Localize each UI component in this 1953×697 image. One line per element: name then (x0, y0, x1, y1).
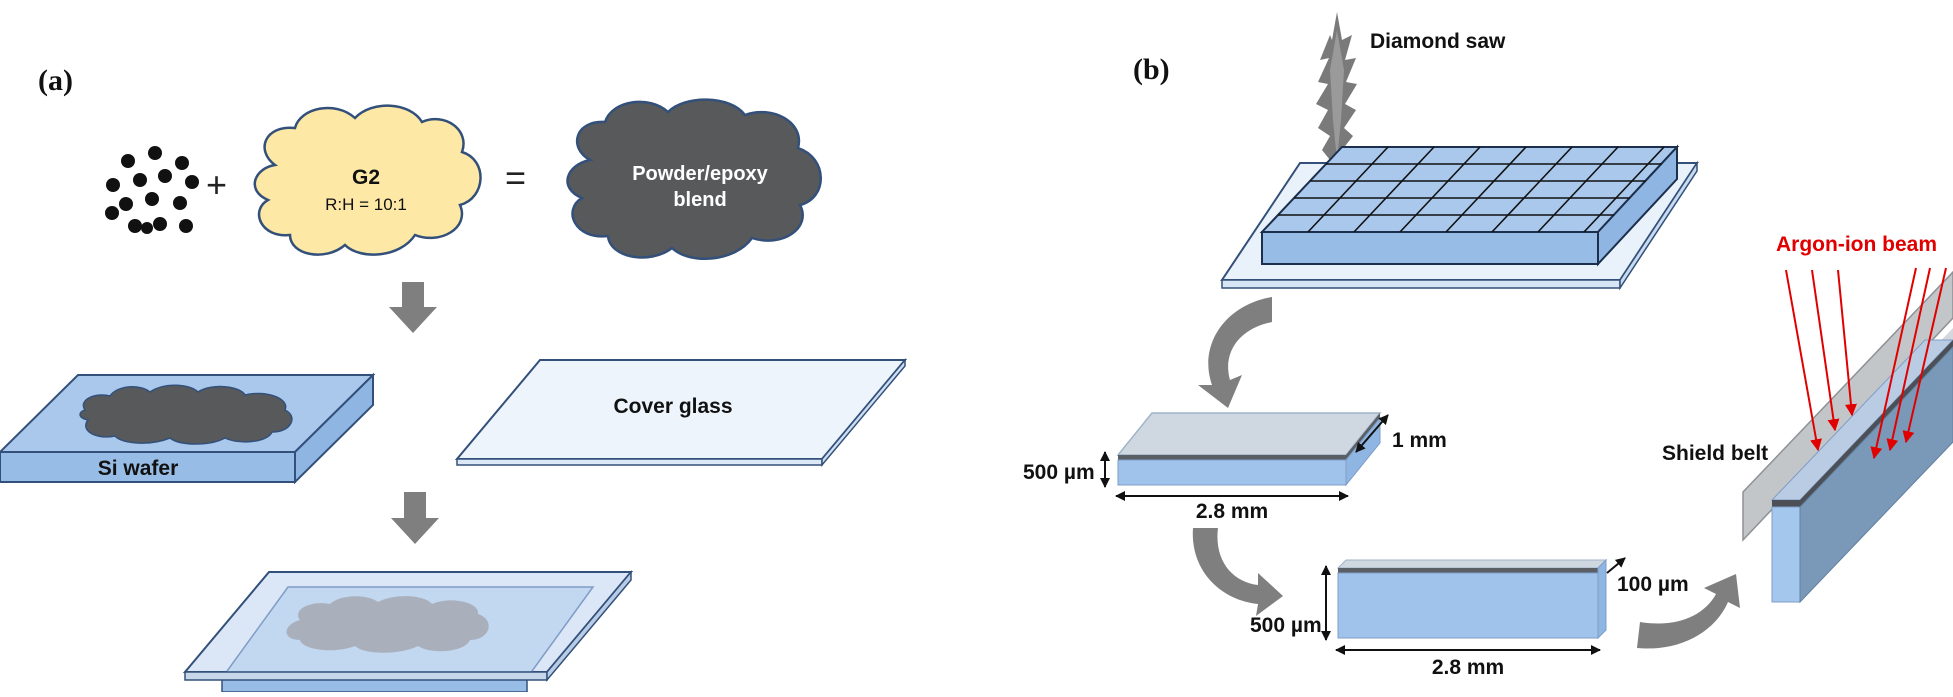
first-slab-height: 500 µm (1023, 461, 1095, 484)
diced-block (1259, 144, 1680, 267)
beam-label: Argon-ion beam (1776, 233, 1937, 256)
saw-label: Diamond saw (1370, 30, 1506, 53)
curved-arrow-1 (1198, 297, 1272, 408)
blend-label-line1: Powder/epoxy (632, 163, 768, 185)
shield-label: Shield belt (1662, 442, 1768, 465)
powder-particles (105, 146, 199, 234)
cover-glass: Cover glass (454, 357, 908, 468)
diamond-saw-icon (1316, 12, 1357, 168)
equals-sign: = (505, 157, 526, 198)
argon-beam-arrows (1785, 267, 1947, 460)
down-arrow-1 (389, 282, 437, 333)
second-slab-depth: 100 µm (1617, 573, 1689, 596)
si-wafer: Si wafer (0, 372, 376, 485)
dicing-grid (1278, 146, 1665, 233)
second-slab-width: 2.8 mm (1432, 656, 1504, 679)
blend-in-sandwich (286, 596, 489, 653)
epoxy-cloud (253, 104, 482, 256)
panel-a: (a) + G2 R:H = 10:1 = Powder/epoxy blend… (0, 64, 908, 693)
panel-b: (b) Diamond saw (1023, 12, 1953, 679)
down-arrow-2 (391, 492, 439, 544)
curved-arrow-3 (1637, 574, 1740, 649)
first-slab: 1 mm 500 µm 2.8 mm (1023, 412, 1447, 523)
blend-label-line2: blend (673, 189, 726, 211)
curved-arrow-2 (1192, 528, 1283, 616)
panel-a-label: (a) (38, 64, 73, 97)
sandwich-assembly (182, 569, 634, 693)
blend-cloud (566, 98, 822, 260)
first-slab-depth: 1 mm (1392, 429, 1447, 452)
second-slab: 100 µm 500 µm 2.8 mm (1250, 557, 1689, 679)
wafer-label: Si wafer (98, 457, 179, 480)
panel-b-label: (b) (1133, 53, 1170, 86)
blend-on-wafer (79, 384, 293, 445)
plus-sign: + (206, 164, 227, 205)
epoxy-name: G2 (352, 166, 380, 189)
first-slab-width: 2.8 mm (1196, 500, 1268, 523)
second-slab-height: 500 µm (1250, 614, 1322, 637)
cover-glass-label: Cover glass (613, 395, 732, 418)
ion-milling-setup: Argon-ion beam Shield belt (1662, 233, 1953, 604)
epoxy-ratio: R:H = 10:1 (325, 195, 407, 214)
